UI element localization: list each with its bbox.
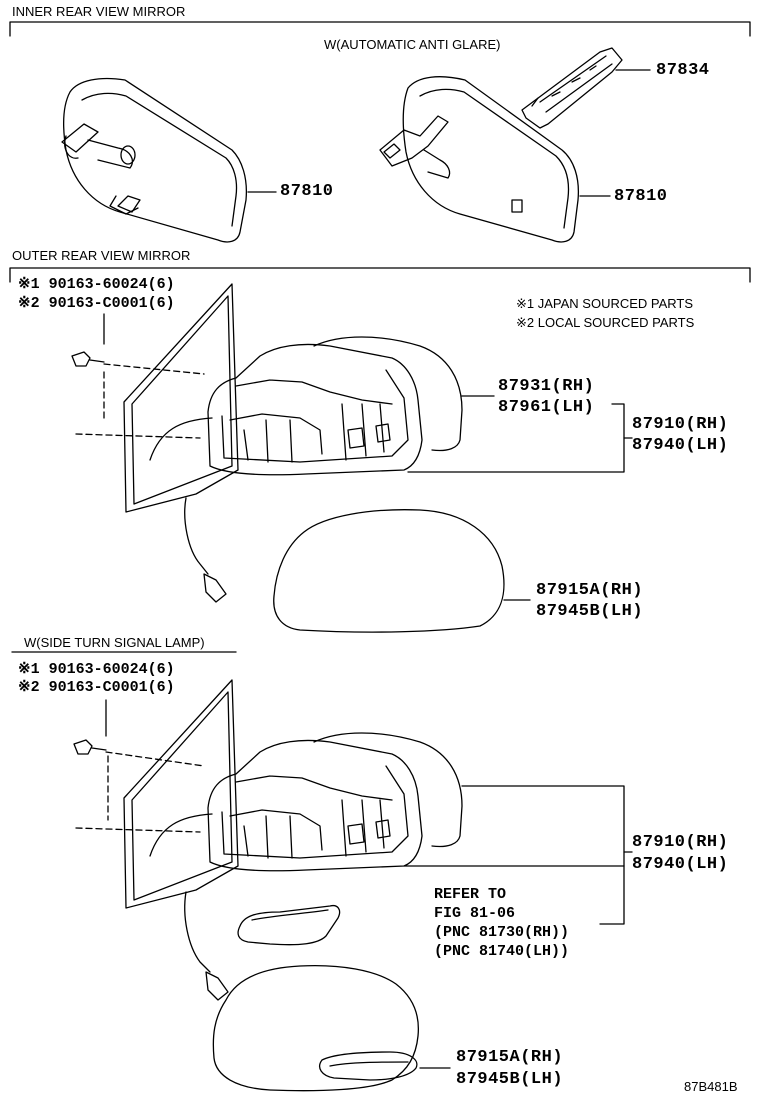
screw-2-turn: ※2 90163-C0001(6) bbox=[18, 679, 175, 696]
refer-line-2[interactable]: FIG 81-06 bbox=[434, 905, 516, 922]
section-header-lines bbox=[9, 21, 751, 653]
inner-leaders bbox=[247, 69, 651, 197]
part-87834[interactable]: 87834 bbox=[656, 61, 710, 80]
outer-leaders bbox=[407, 395, 633, 601]
refer-line-4: (PNC 81740(LH)) bbox=[434, 943, 570, 960]
part-87915a-rh[interactable]: 87915A(RH) bbox=[536, 581, 644, 600]
note-local: ※2 LOCAL SOURCED PARTS bbox=[516, 315, 695, 330]
refer-line-1: REFER TO bbox=[434, 886, 507, 903]
part-87915a-rh-turn[interactable]: 87915A(RH) bbox=[456, 1048, 564, 1067]
outer-mirror-standard bbox=[71, 283, 505, 633]
note-japan: ※1 JAPAN SOURCED PARTS bbox=[516, 296, 694, 311]
section-outer-title: OUTER REAR VIEW MIRROR bbox=[12, 248, 191, 263]
screw-2-outer: ※2 90163-C0001(6) bbox=[18, 295, 175, 312]
part-87945b-lh-turn[interactable]: 87945B(LH) bbox=[456, 1070, 564, 1089]
turn-leaders bbox=[403, 785, 633, 1069]
part-87910-rh-turn[interactable]: 87910(RH) bbox=[632, 833, 729, 852]
part-87810-standard[interactable]: 87810 bbox=[280, 182, 334, 201]
part-87940-lh-turn[interactable]: 87940(LH) bbox=[632, 855, 729, 874]
part-87931-rh[interactable]: 87931(RH) bbox=[498, 377, 595, 396]
part-87945b-lh[interactable]: 87945B(LH) bbox=[536, 602, 644, 621]
part-87940-lh[interactable]: 87940(LH) bbox=[632, 436, 729, 455]
section-inner-title: INNER REAR VIEW MIRROR bbox=[12, 4, 186, 19]
part-87910-rh[interactable]: 87910(RH) bbox=[632, 415, 729, 434]
auto-glare-label: W(AUTOMATIC ANTI GLARE) bbox=[324, 37, 501, 52]
figure-code: 87B481B bbox=[684, 1079, 738, 1094]
part-87961-lh[interactable]: 87961(LH) bbox=[498, 398, 595, 417]
inner-mirror-standard bbox=[61, 77, 248, 243]
screw-1-turn: ※1 90163-60024(6) bbox=[18, 661, 175, 678]
inner-mirror-auto-glare bbox=[379, 47, 623, 243]
turn-signal-label: W(SIDE TURN SIGNAL LAMP) bbox=[24, 635, 205, 650]
part-87810-auto-glare[interactable]: 87810 bbox=[614, 187, 668, 206]
outer-mirror-turn-signal bbox=[73, 679, 463, 1092]
refer-line-3: (PNC 81730(RH)) bbox=[434, 924, 570, 941]
screw-1-outer: ※1 90163-60024(6) bbox=[18, 276, 175, 293]
